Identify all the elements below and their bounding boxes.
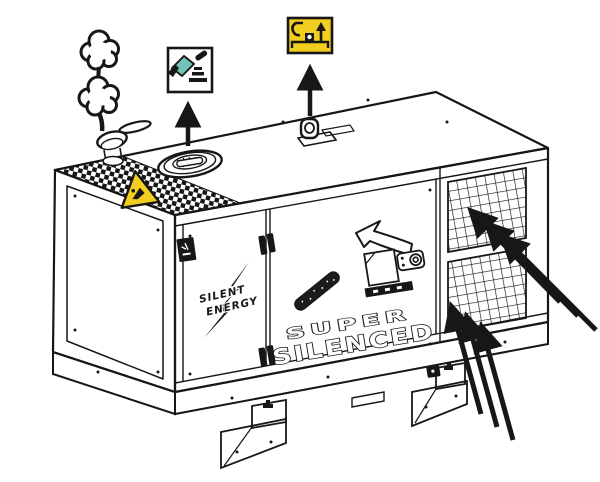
latch-icon — [426, 365, 441, 378]
vent-grille-lower — [447, 246, 527, 334]
front-panel — [173, 146, 550, 394]
door-handle — [294, 271, 340, 311]
control-panel-icon — [363, 248, 426, 298]
airflow-arrows-lower — [443, 301, 516, 441]
open-door-arrow-icon — [355, 220, 413, 256]
hinge-icon-bottom — [258, 345, 276, 367]
canopy-body — [51, 90, 550, 394]
refuel-icon — [166, 46, 214, 94]
fuel-filler-cap — [157, 149, 223, 179]
airflow-arrows-upper — [467, 206, 598, 332]
hinge-icon-top — [258, 233, 276, 255]
exhaust-smoke-icon — [77, 29, 120, 132]
lifting-point-icon — [286, 16, 334, 55]
brand-logo: SILENT ENERGY — [197, 262, 261, 338]
door-safety-label — [176, 237, 197, 263]
mounting-foot-left — [220, 398, 287, 470]
lifting-eye — [296, 117, 356, 147]
warning-triangle-icon — [120, 170, 161, 209]
exhaust-rain-cap — [96, 120, 152, 167]
skid-tab — [351, 391, 385, 408]
vent-grille-upper — [447, 166, 527, 254]
mounting-foot-right — [411, 361, 468, 428]
